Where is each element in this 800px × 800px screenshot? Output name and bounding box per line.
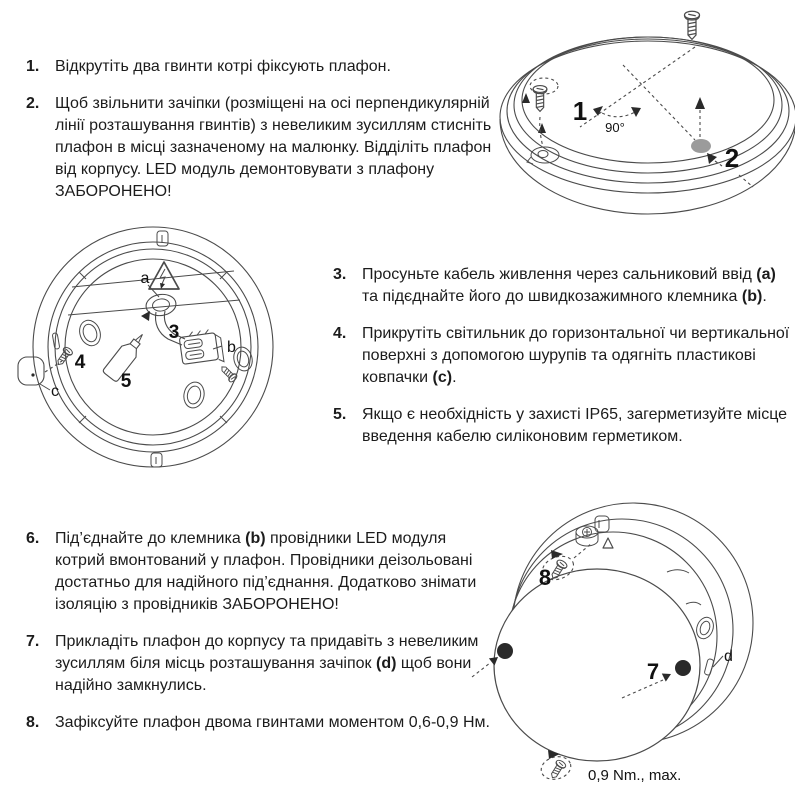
step-7: 7. Прикладіть плафон до корпусу та прида…: [26, 631, 494, 697]
label-b-leader: [212, 345, 223, 350]
figure-diffuser-attach: 8 d 7 0,9 Nm., max.: [471, 502, 754, 784]
step-6: 6. Під’єднайте до клемника (b) провідник…: [26, 528, 494, 616]
mounting-hole: [183, 381, 205, 409]
label-d-leader: [712, 655, 724, 668]
screw-boss: [526, 146, 560, 165]
power-cable: [154, 310, 186, 346]
clip-tab-top: [156, 230, 169, 247]
press-point-dot: [675, 660, 691, 676]
figure-open-base: a 3 b 4: [17, 226, 274, 468]
figure-label-7: 7: [647, 659, 659, 684]
cable-gland: [145, 293, 177, 317]
step-1: 1. Відкрутіть два гвинти котрі фіксують …: [26, 56, 494, 78]
step-3: 3. Просуньте кабель живлення через сальн…: [333, 264, 795, 308]
press-point-dot: [497, 643, 513, 659]
figure-assembled-luminaire: 1 90° 2: [499, 10, 795, 215]
ring-ticks: [78, 271, 228, 424]
step-8-number: 8.: [26, 714, 40, 731]
bridge-edge: [71, 270, 235, 288]
figure-label-c: c: [51, 383, 59, 400]
step-2-text: Щоб звільнити зачіпки (розміщені на осі …: [55, 95, 492, 200]
step-3-text: Просуньте кабель живлення через сальнико…: [362, 266, 776, 305]
screw-8-group: [541, 542, 593, 582]
steps-block-3-5: 3. Просуньте кабель живлення через сальн…: [333, 264, 795, 463]
step-7-text: Прикладіть плафон до корпусу та придавіт…: [55, 633, 479, 694]
step-2-number: 2.: [26, 95, 40, 112]
screw-icon: [218, 363, 239, 384]
press-arrow-left: [471, 657, 498, 678]
figure-label-d: d: [724, 648, 733, 665]
figure-label-8: 8: [539, 565, 551, 590]
step-6-number: 6.: [26, 530, 40, 547]
step-4-number: 4.: [333, 325, 347, 342]
step-5: 5. Якщо є необхідність у захисті IP65, з…: [333, 404, 795, 448]
steps-block-6-8: 6. Під’єднайте до клемника (b) провідник…: [26, 528, 494, 749]
step-1-number: 1.: [26, 58, 40, 75]
figure-label-4: 4: [75, 352, 86, 373]
rim-slot: [52, 332, 60, 350]
rim-slot: [685, 601, 702, 606]
cable-gland: [696, 616, 714, 640]
step-4-text: Прикрутіть світильник до горизонтальної …: [362, 325, 790, 386]
luminaire-body-outline: [499, 36, 795, 215]
step-2: 2. Щоб звільнити зачіпки (розміщені на о…: [26, 93, 494, 203]
mounting-hole: [233, 346, 253, 372]
clip-tab-top: [594, 515, 610, 533]
clip-tab-bottom: [150, 452, 163, 468]
figure-label-3: 3: [169, 322, 180, 343]
step-3-number: 3.: [333, 266, 347, 283]
screw-1-group: [522, 77, 560, 165]
diffuser-disc: [493, 568, 701, 762]
squeeze-point-2-group: [691, 97, 754, 188]
step-5-number: 5.: [333, 406, 347, 423]
figure-label-5: 5: [121, 371, 132, 392]
steps-block-1-2: 1. Відкрутіть два гвинти котрі фіксують …: [26, 56, 494, 218]
step-5-text: Якщо є необхідність у захисті IP65, заге…: [362, 406, 788, 445]
angle-label: 90°: [605, 120, 625, 135]
sealant-tube: [102, 333, 143, 382]
torque-note: 0,9 Nm., max.: [588, 767, 681, 784]
base-rings: [32, 226, 274, 468]
insert-arrow: [141, 311, 150, 321]
step-8: 8. Зафіксуйте плафон двома гвинтами моме…: [26, 712, 494, 734]
rim-slot: [666, 569, 690, 574]
clip-d: [704, 658, 714, 676]
figure-label-2: 2: [725, 143, 739, 173]
figure-label-1: 1: [573, 96, 587, 126]
bridge-edge: [67, 299, 241, 316]
angle-annotation: [579, 46, 696, 141]
press-arrow-right: [621, 673, 671, 699]
torque-screw-group: [540, 750, 572, 781]
press-point-dot: [691, 139, 711, 153]
figure-label-a: a: [141, 270, 150, 287]
electric-warning-icon: [148, 261, 180, 290]
step-6-text: Під’єднайте до клемника (b) провідники L…: [55, 530, 477, 613]
label-a-leader: [147, 284, 160, 298]
mounting-hole: [79, 319, 101, 347]
step-7-number: 7.: [26, 633, 40, 650]
step-8-text: Зафіксуйте плафон двома гвинтами моменто…: [55, 714, 490, 731]
step-1-text: Відкрутіть два гвинти котрі фіксують пла…: [55, 58, 391, 75]
terminal-block: [179, 329, 225, 365]
figure-label-b: b: [227, 339, 236, 356]
plastic-cap: [17, 356, 63, 391]
screw-icon: [683, 10, 701, 40]
warning-triangle-icon: [602, 537, 614, 549]
step-4: 4. Прикрутіть світильник до горизонтальн…: [333, 323, 795, 389]
